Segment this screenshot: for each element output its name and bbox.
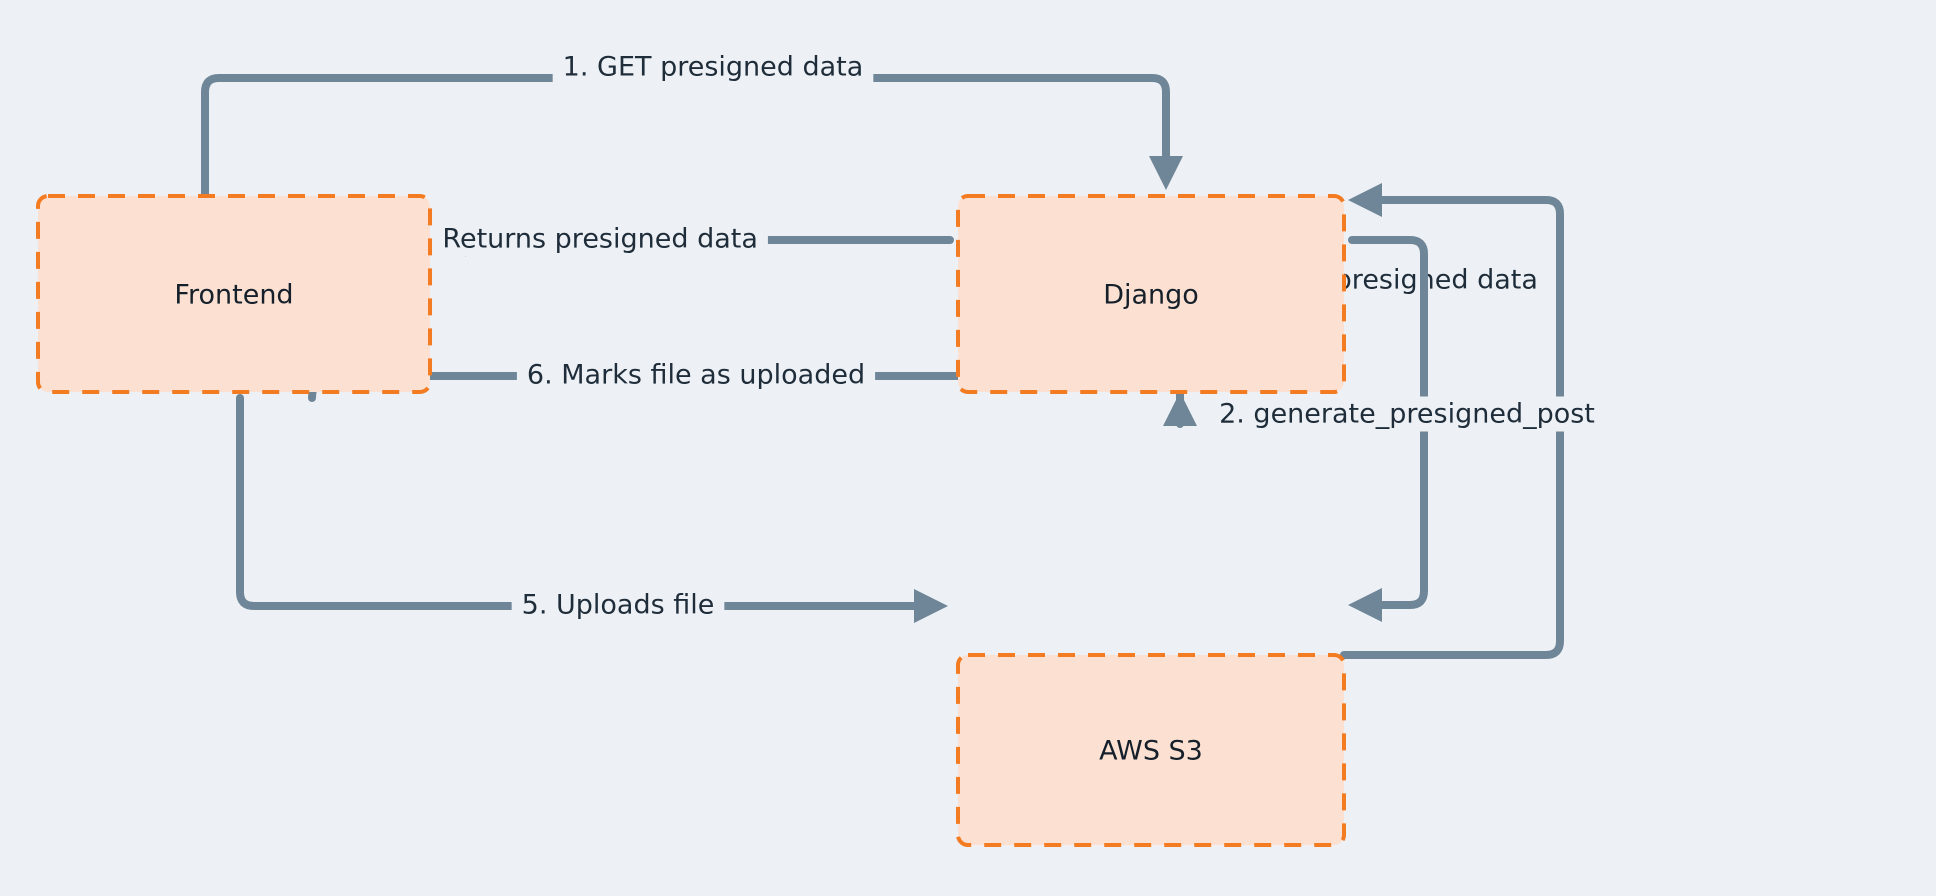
edge-2-label: 2. generate_presigned_post [1219,399,1595,430]
edge-4-label: 4. Returns presigned data [408,224,758,255]
edge-2-generate-presigned-post: 2. generate_presigned_post [1209,236,1605,622]
edge-5-label: 5. Uploads file [522,590,715,621]
edge-1-path [201,74,1170,200]
edge-2-label-backdrop [1209,396,1605,432]
node-django[interactable]: Django [956,194,1346,394]
node-frontend-label: Frontend [174,280,293,311]
edge-5-uploads-file: 5. Uploads file [236,394,948,623]
node-frontend-box[interactable] [36,194,432,394]
edge-1-label-backdrop [552,49,874,85]
edge-1-get-presigned-data: 1. GET presigned data [201,49,1183,200]
edge-6-arrowhead [1163,392,1197,426]
edge-5-label-backdrop [511,587,725,623]
edge-6-label: 6. Marks file as uploaded [527,360,865,391]
node-frontend[interactable]: Frontend [36,194,432,394]
node-django-box[interactable] [956,194,1346,394]
edge-4-label-backdrop [398,221,768,257]
edge-5-arrowhead [914,589,948,623]
node-aws-s3[interactable]: AWS S3 [956,653,1346,847]
edge-1-label: 1. GET presigned data [563,52,864,83]
edge-6-label-backdrop [516,357,876,393]
edge-3-arrowhead [1348,183,1382,217]
edge-2-arrowhead [1348,588,1382,622]
node-aws-s3-box[interactable] [956,653,1346,847]
node-django-label: Django [1103,280,1199,311]
edge-4-returns-presigned-data: 4. Returns presigned data [398,221,954,257]
node-aws-s3-label: AWS S3 [1099,736,1203,767]
edge-5-path [236,394,920,610]
edge-1-arrowhead [1149,156,1183,190]
